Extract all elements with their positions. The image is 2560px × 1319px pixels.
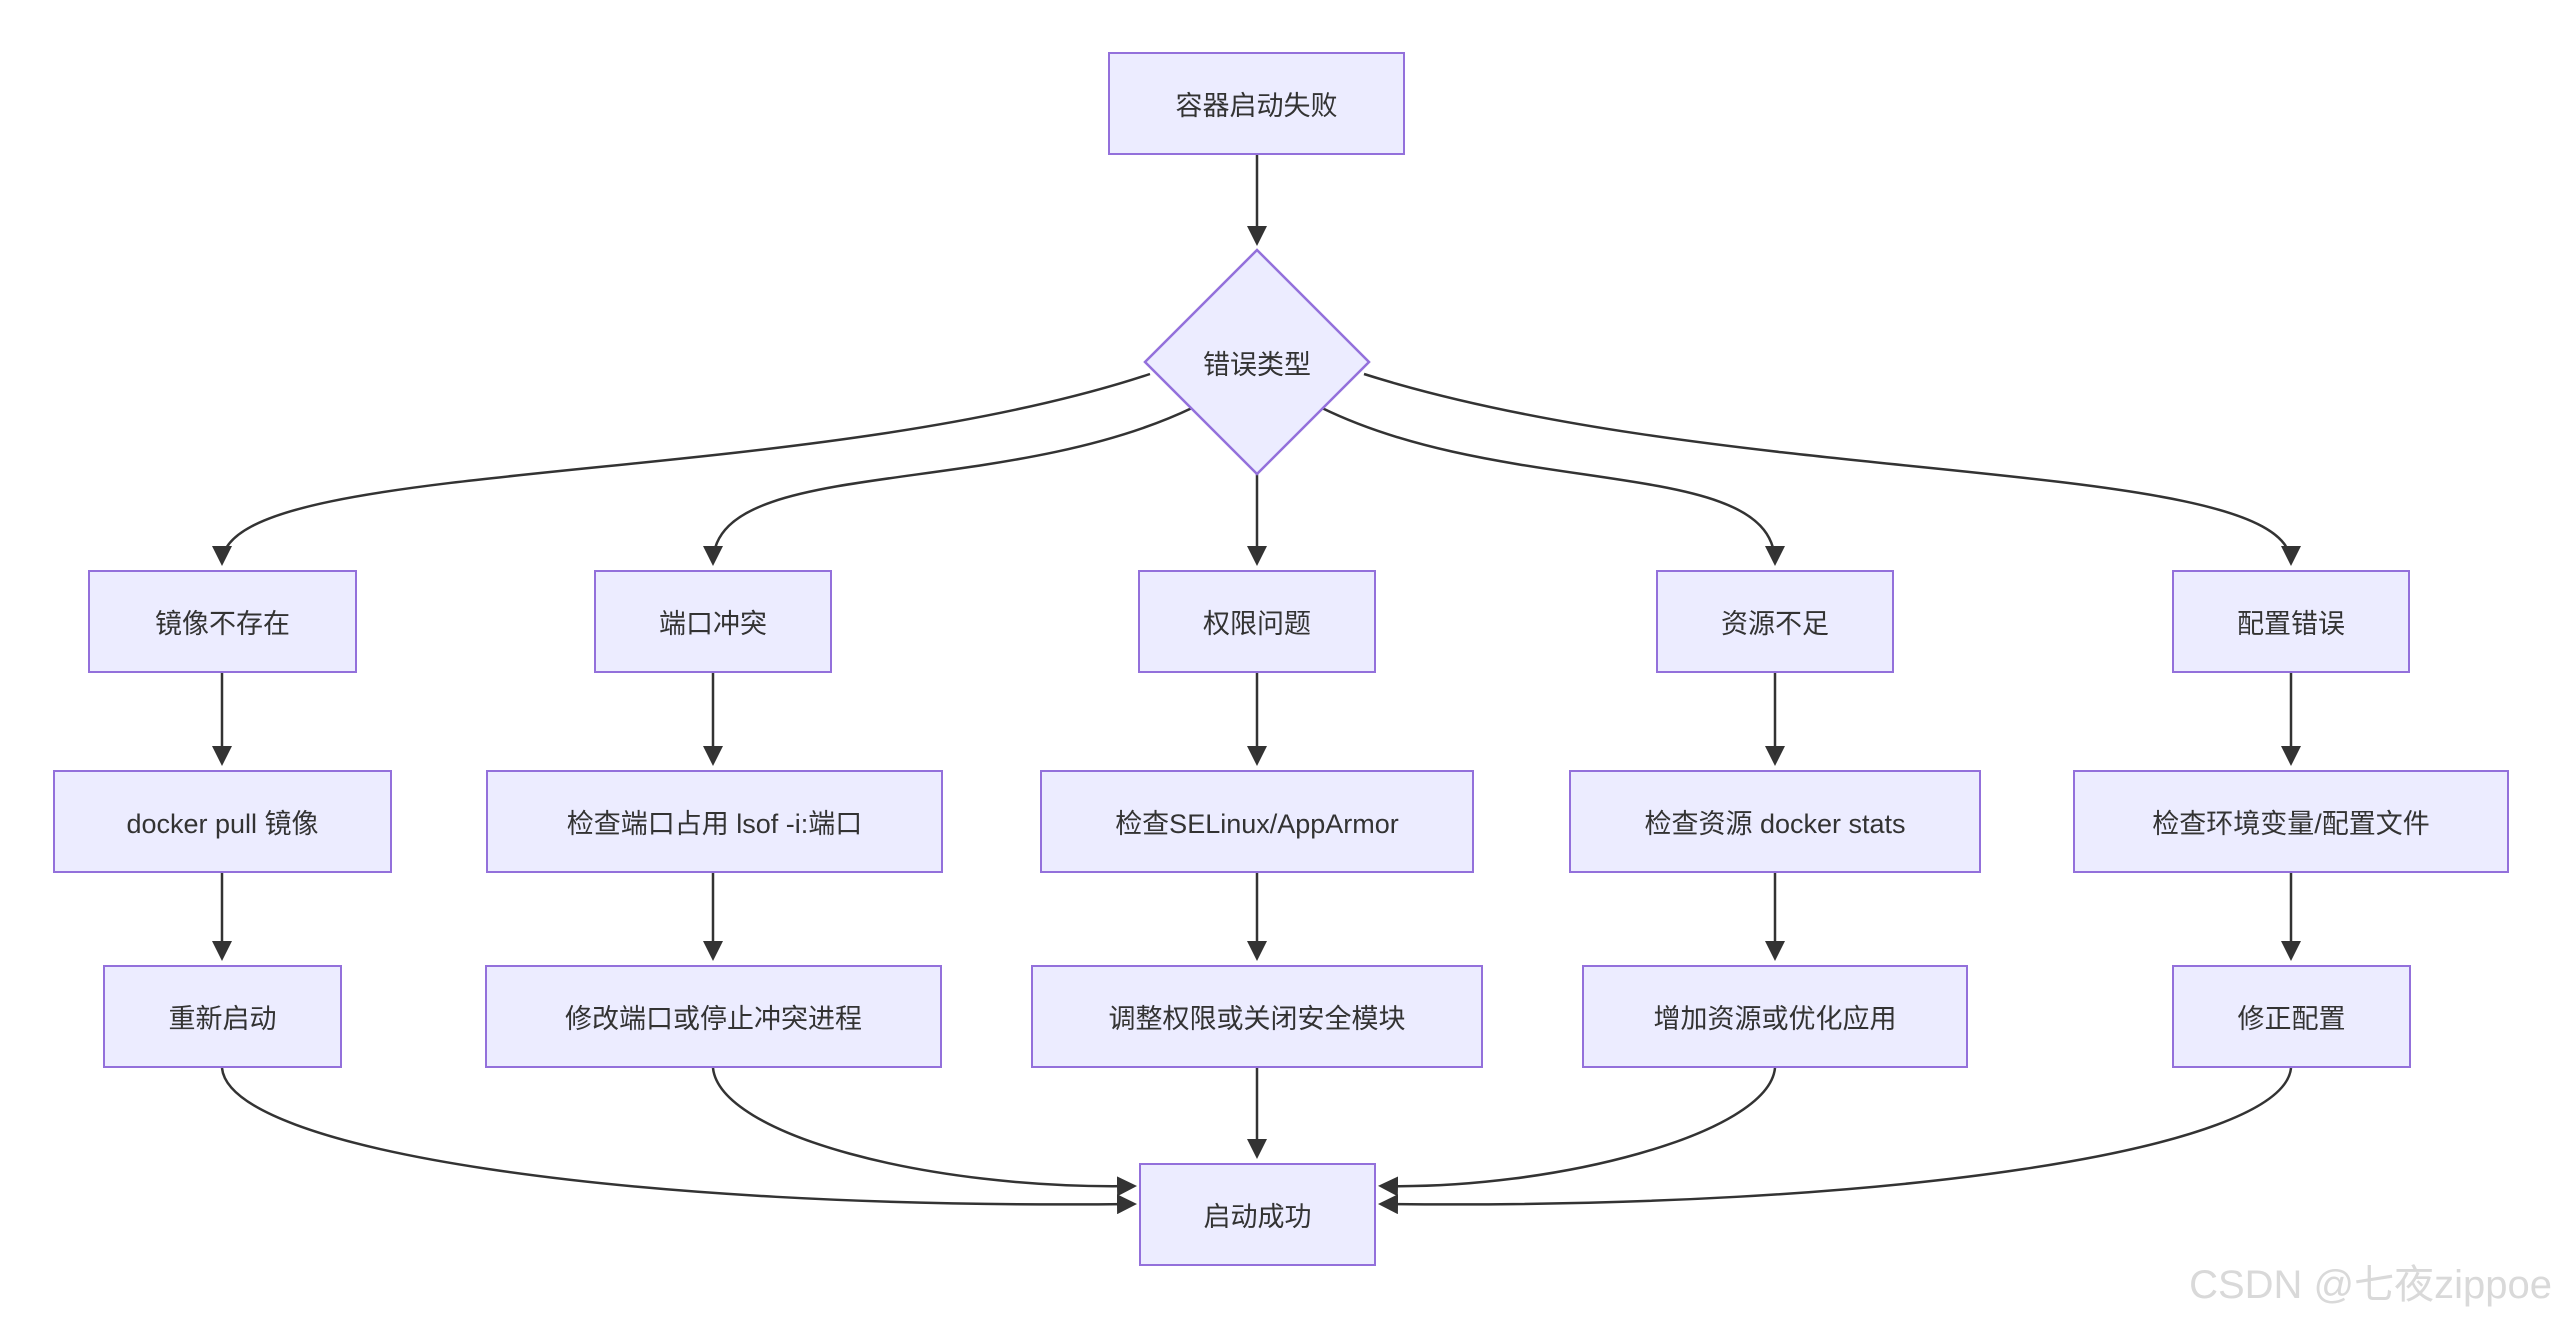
node-cause-resources: 资源不足 bbox=[1656, 570, 1894, 673]
edge-decision-cause2 bbox=[703, 406, 1193, 566]
node-action-check-resources: 检查资源 docker stats bbox=[1569, 770, 1981, 873]
edge-decision-cause1 bbox=[212, 372, 1151, 566]
node-fix-adjust-permissions: 调整权限或关闭安全模块 bbox=[1031, 965, 1483, 1068]
node-fix-restart: 重新启动 bbox=[103, 965, 342, 1068]
node-action-check-env-config: 检查环境变量/配置文件 bbox=[2073, 770, 2509, 873]
edge-fix4-end bbox=[1378, 1067, 1777, 1197]
edge-decision-cause4 bbox=[1321, 406, 1785, 566]
node-end-success: 启动成功 bbox=[1139, 1163, 1376, 1266]
edge-decision-cause5 bbox=[1363, 372, 2301, 566]
node-action-check-port: 检查端口占用 lsof -i:端口 bbox=[486, 770, 943, 873]
edge-fix1-end bbox=[220, 1067, 1137, 1215]
node-fix-correct-config: 修正配置 bbox=[2172, 965, 2411, 1068]
node-cause-image-missing: 镜像不存在 bbox=[88, 570, 357, 673]
node-action-check-selinux: 检查SELinux/AppArmor bbox=[1040, 770, 1474, 873]
node-start: 容器启动失败 bbox=[1108, 52, 1405, 155]
node-cause-config-error: 配置错误 bbox=[2172, 570, 2410, 673]
node-cause-port-conflict: 端口冲突 bbox=[594, 570, 832, 673]
node-cause-permission: 权限问题 bbox=[1138, 570, 1376, 673]
node-action-docker-pull: docker pull 镜像 bbox=[53, 770, 392, 873]
decision-diamond-shape bbox=[1143, 248, 1371, 476]
node-fix-add-resources: 增加资源或优化应用 bbox=[1582, 965, 1968, 1068]
node-fix-change-port: 修改端口或停止冲突进程 bbox=[485, 965, 942, 1068]
node-decision: 错误类型 bbox=[1203, 349, 1311, 380]
edge-fix2-end bbox=[711, 1067, 1137, 1197]
csdn-watermark: CSDN @七夜zippoe bbox=[2189, 1263, 2552, 1307]
edge-fix5-end bbox=[1378, 1067, 2293, 1215]
